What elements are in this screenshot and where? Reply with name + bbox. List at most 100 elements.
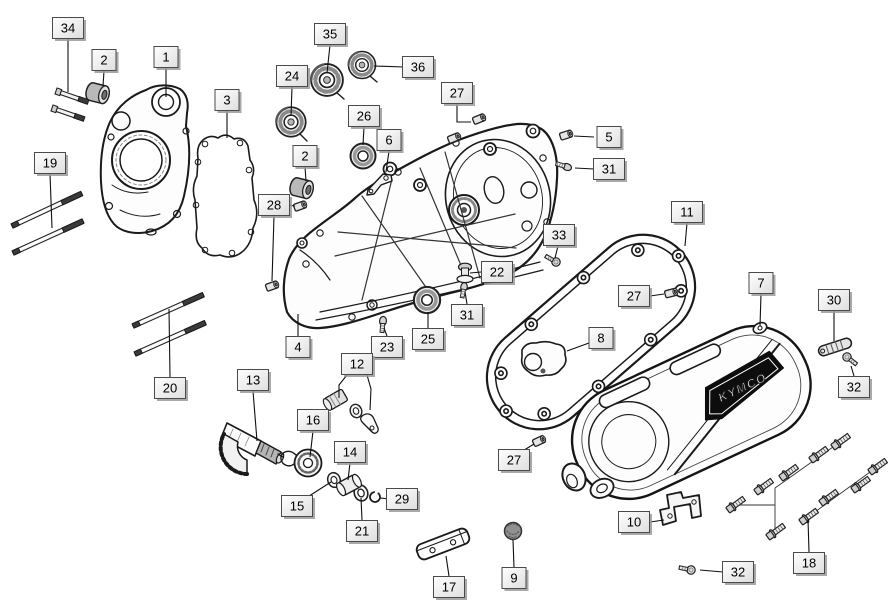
callout-22[interactable]: 22 <box>481 261 516 286</box>
callout-box[interactable] <box>838 376 870 398</box>
callout-box[interactable] <box>481 261 513 283</box>
callout-number: 16 <box>306 413 320 428</box>
callout-34[interactable]: 34 <box>52 17 87 42</box>
callout-27[interactable]: 27 <box>498 449 533 474</box>
callout-28[interactable]: 28 <box>258 194 293 219</box>
callout-16[interactable]: 16 <box>297 409 332 434</box>
callout-box[interactable] <box>52 17 84 39</box>
leader-line-22 <box>469 271 482 274</box>
callout-number: 21 <box>355 524 369 539</box>
callout-box[interactable] <box>412 328 444 350</box>
callout-31[interactable]: 31 <box>593 158 628 183</box>
callout-box[interactable] <box>276 65 308 87</box>
callout-box[interactable] <box>292 145 318 167</box>
callout-box[interactable] <box>433 576 465 598</box>
leader-line-36 <box>373 65 405 68</box>
callout-box[interactable] <box>588 327 614 349</box>
callout-13[interactable]: 13 <box>237 369 272 394</box>
callout-35[interactable]: 35 <box>314 23 349 48</box>
callout-box[interactable] <box>153 46 179 68</box>
callout-box[interactable] <box>348 105 380 127</box>
callout-box[interactable] <box>341 353 373 375</box>
callout-box[interactable] <box>91 49 117 71</box>
callout-box[interactable] <box>543 224 575 246</box>
callout-26[interactable]: 26 <box>348 105 383 130</box>
callout-box[interactable] <box>671 201 703 223</box>
callout-5[interactable]: 5 <box>596 126 624 151</box>
callout-box[interactable] <box>297 409 329 431</box>
callout-32[interactable]: 32 <box>838 376 873 401</box>
callout-box[interactable] <box>441 82 473 104</box>
callout-18[interactable]: 18 <box>793 552 828 577</box>
leader-line-16 <box>309 430 314 458</box>
callout-box[interactable] <box>285 336 311 358</box>
callout-box[interactable] <box>346 520 378 542</box>
callout-box[interactable] <box>498 449 530 471</box>
callout-box[interactable] <box>793 552 825 574</box>
circlip-29 <box>369 491 381 503</box>
callout-21[interactable]: 21 <box>346 520 381 545</box>
callout-7[interactable]: 7 <box>748 272 776 297</box>
callout-19[interactable]: 19 <box>34 152 69 177</box>
callout-31[interactable]: 31 <box>451 304 486 329</box>
callout-number: 19 <box>43 156 57 171</box>
callout-11[interactable]: 11 <box>671 201 706 226</box>
callout-box[interactable] <box>501 567 527 589</box>
callout-box[interactable] <box>258 194 290 216</box>
callout-36[interactable]: 36 <box>402 56 437 81</box>
callout-2[interactable]: 2 <box>91 49 119 74</box>
callout-2[interactable]: 2 <box>292 145 320 170</box>
callout-14[interactable]: 14 <box>334 441 369 466</box>
leader-line-2 <box>304 166 307 182</box>
callout-20[interactable]: 20 <box>154 377 189 402</box>
callout-box[interactable] <box>593 158 625 180</box>
stud-19a <box>10 190 84 229</box>
cable-bracket-10 <box>659 491 702 526</box>
callout-box[interactable] <box>214 89 240 111</box>
callout-1[interactable]: 1 <box>153 46 181 71</box>
callout-number: 10 <box>627 515 641 530</box>
callout-32[interactable]: 32 <box>722 561 757 586</box>
callout-box[interactable] <box>386 488 418 510</box>
leader-line-14 <box>347 462 351 481</box>
callout-30[interactable]: 30 <box>818 289 853 314</box>
callout-33[interactable]: 33 <box>543 224 578 249</box>
callout-box[interactable] <box>451 304 483 326</box>
callout-3[interactable]: 3 <box>214 89 242 114</box>
callout-box[interactable] <box>818 289 850 311</box>
callout-23[interactable]: 23 <box>371 336 406 361</box>
callout-29[interactable]: 29 <box>386 488 421 513</box>
callout-box[interactable] <box>376 129 402 151</box>
callout-17[interactable]: 17 <box>433 576 468 600</box>
callout-10[interactable]: 10 <box>618 511 653 536</box>
callout-27[interactable]: 27 <box>618 285 653 310</box>
callout-27[interactable]: 27 <box>441 82 476 107</box>
callout-6[interactable]: 6 <box>376 129 404 154</box>
callout-number: 9 <box>510 571 517 586</box>
callout-box[interactable] <box>34 152 66 174</box>
callout-box[interactable] <box>281 495 313 517</box>
callout-4[interactable]: 4 <box>285 336 313 361</box>
callout-box[interactable] <box>237 369 269 391</box>
callout-9[interactable]: 9 <box>501 567 529 592</box>
leader-line-32 <box>850 365 855 377</box>
callout-box[interactable] <box>618 511 650 533</box>
callout-box[interactable] <box>748 272 774 294</box>
callout-box[interactable] <box>334 441 366 463</box>
callout-box[interactable] <box>618 285 650 307</box>
callout-box[interactable] <box>371 336 403 358</box>
leader-line-9 <box>512 539 515 568</box>
callout-12[interactable]: 12 <box>341 353 376 378</box>
leader-line-31 <box>464 291 468 305</box>
callout-box[interactable] <box>402 56 434 78</box>
callout-15[interactable]: 15 <box>281 495 316 520</box>
leader-line-27 <box>649 293 665 297</box>
callout-box[interactable] <box>314 23 346 45</box>
callout-8[interactable]: 8 <box>588 327 616 352</box>
callout-25[interactable]: 25 <box>412 328 447 353</box>
callout-box[interactable] <box>596 126 622 148</box>
callout-box[interactable] <box>722 561 754 583</box>
leader-lines <box>49 39 855 577</box>
callout-24[interactable]: 24 <box>276 65 311 90</box>
callout-box[interactable] <box>154 377 186 399</box>
